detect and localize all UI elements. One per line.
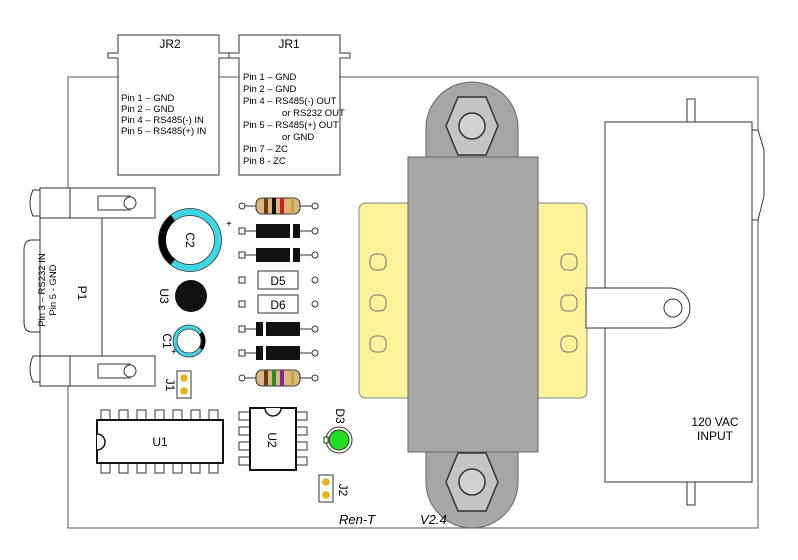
c2-label: C2 bbox=[183, 232, 197, 248]
board-version: V2.4 bbox=[420, 512, 447, 527]
d6-label: D6 bbox=[270, 298, 286, 312]
power-input-label-line1: 120 VAC bbox=[691, 415, 738, 429]
ic-u2: U2 bbox=[238, 407, 308, 471]
jr1-pin-1: Pin 1 – GND bbox=[243, 72, 296, 83]
diode-1 bbox=[238, 224, 319, 238]
jr1-pin-4-alt: or RS232 OUT bbox=[282, 108, 345, 119]
regulator-u3: U3 bbox=[157, 280, 207, 312]
jr2-pin-5: Pin 5 – RS485(+) IN bbox=[121, 126, 206, 137]
capacitor-c1: C1 + bbox=[160, 324, 206, 358]
transformer bbox=[358, 81, 588, 529]
led-d3: D3 bbox=[323, 408, 353, 454]
connector-p1: P1 Pin 3 – RS232 IN Pin 5 - GND bbox=[23, 187, 156, 387]
jr2-label: JR2 bbox=[159, 37, 181, 51]
j2-label: J2 bbox=[336, 484, 350, 497]
p1-label: P1 bbox=[75, 286, 89, 301]
jumper-j2: J2 bbox=[318, 474, 350, 503]
c1-label: C1 bbox=[160, 333, 174, 349]
jr1-pin-5-alt: or GND bbox=[282, 132, 314, 143]
resistor-r-top bbox=[238, 197, 319, 215]
jr1-pin-4: Pin 4 – RS485(-) OUT bbox=[243, 96, 337, 107]
jr2-pin-2: Pin 2 – GND bbox=[121, 104, 174, 115]
diode-3 bbox=[238, 322, 319, 336]
jr1-pin-2: Pin 2 – GND bbox=[243, 84, 296, 95]
jr2-pin-1: Pin 1 – GND bbox=[121, 93, 174, 104]
u3-label: U3 bbox=[157, 288, 171, 304]
capacitor-c2: C2 + bbox=[158, 208, 232, 272]
d3-label: D3 bbox=[333, 408, 347, 424]
c2-plus: + bbox=[226, 219, 232, 230]
diode-d5: D5 bbox=[238, 270, 319, 290]
power-input-module: 120 VAC INPUT bbox=[585, 98, 765, 506]
connector-jr2: JR2 Pin 1 – GND Pin 2 – GND Pin 4 – RS48… bbox=[107, 34, 230, 176]
c1-plus: + bbox=[171, 347, 177, 358]
power-input-label-line2: INPUT bbox=[697, 429, 734, 443]
diode-2 bbox=[238, 248, 319, 262]
jr1-pin-8: Pin 8 - ZC bbox=[243, 156, 286, 167]
jr2-pin-4: Pin 4 – RS485(-) IN bbox=[121, 115, 204, 126]
resistor-r-bottom bbox=[238, 369, 319, 387]
ic-u1: U1 bbox=[96, 409, 224, 474]
jr1-pin-5: Pin 5 – RS485(+) OUT bbox=[243, 120, 339, 131]
diode-4 bbox=[238, 346, 319, 360]
d5-label: D5 bbox=[270, 274, 286, 288]
board-brand: Ren-T bbox=[339, 512, 376, 527]
p1-pin-3: Pin 3 – RS232 IN bbox=[37, 253, 48, 327]
connector-jr1: JR1 Pin 1 – GND Pin 2 – GND Pin 4 – RS48… bbox=[228, 34, 351, 176]
jr1-pin-7: Pin 7 – ZC bbox=[243, 144, 288, 155]
diode-d6: D6 bbox=[238, 294, 319, 314]
p1-pin-5: Pin 5 - GND bbox=[48, 264, 59, 315]
j1-label: J1 bbox=[163, 379, 177, 392]
u2-label: U2 bbox=[265, 432, 279, 448]
u1-label: U1 bbox=[152, 435, 168, 449]
jumper-j1: J1 bbox=[163, 370, 192, 399]
jr1-label: JR1 bbox=[278, 37, 300, 51]
